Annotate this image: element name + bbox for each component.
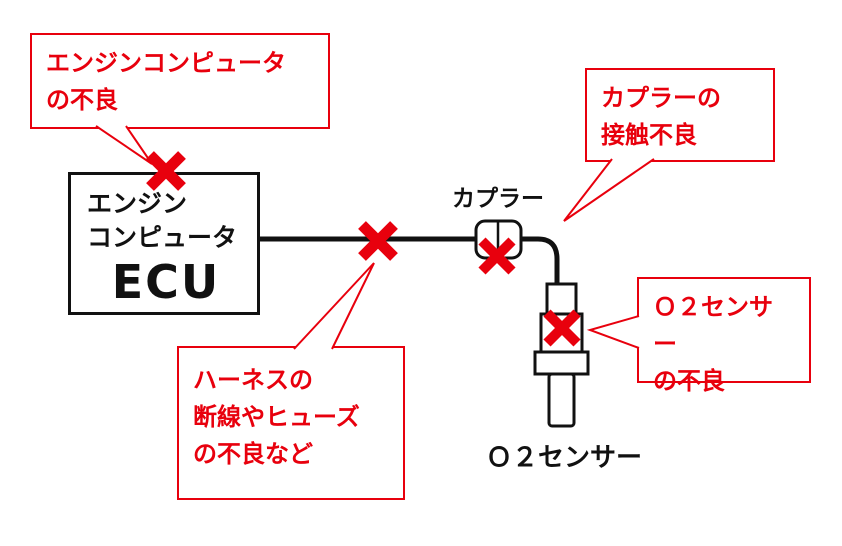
callout-harness-fault: ハーネスの 断線やヒューズ の不良など — [177, 346, 405, 500]
sensor-label: Ｏ２センサー — [486, 443, 643, 473]
callout-ecu-fault: エンジンコンピュータ の不良 — [30, 33, 330, 129]
sensor-flange — [533, 350, 590, 376]
callout-harness-fault-line2: 断線やヒューズ — [193, 403, 360, 432]
callout-coupler-fault-line2: 接触不良 — [601, 121, 697, 150]
x-mark-harness-icon — [358, 221, 398, 261]
x-mark-coupler-icon — [478, 237, 516, 275]
x-mark-sensor-icon — [543, 309, 581, 347]
callout-coupler-fault-line1: カプラーの — [601, 84, 721, 112]
callout-harness-fault-line3: の不良など — [193, 440, 313, 469]
callout-harness-fault-line1: ハーネスの — [193, 366, 313, 394]
sensor-connector — [545, 282, 578, 316]
coupler-label: カプラー — [452, 186, 544, 212]
ecu-label-line2: コンピュータ — [87, 222, 238, 252]
callout-sensor-fault-line1: Ｏ２センサー — [653, 293, 773, 359]
ecu-label-line1: エンジン — [87, 189, 188, 218]
sensor-tube — [547, 372, 576, 428]
callout-sensor-fault: Ｏ２センサー の不良 — [637, 277, 811, 395]
callout-coupler-fault: カプラーの 接触不良 — [585, 68, 775, 162]
callout-ecu-fault-line2: の不良 — [46, 86, 118, 115]
wire-sensor-line — [519, 236, 560, 286]
ecu-acronym: ECU — [111, 254, 221, 309]
callout-pointer-harness — [293, 262, 375, 350]
callout-sensor-fault-line2: の不良 — [653, 367, 725, 396]
ecu-box: エンジン コンピュータ ECU — [68, 172, 260, 315]
callout-pointer-ecu — [95, 125, 153, 165]
callout-pointer-sensor — [586, 315, 640, 349]
coupler-shape — [474, 219, 523, 260]
sensor-body — [539, 312, 584, 354]
callout-pointer-coupler — [563, 158, 655, 222]
callout-ecu-fault-line1: エンジンコンピュータ — [46, 49, 286, 77]
